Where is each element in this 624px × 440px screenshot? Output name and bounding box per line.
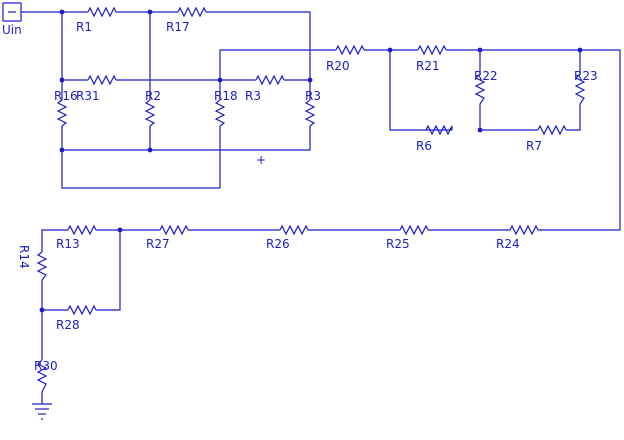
resistor-R2[interactable] <box>144 99 156 127</box>
label-R3-horizontal: R3 <box>245 89 261 103</box>
resistor-R3a[interactable] <box>255 74 285 86</box>
resistor-R20[interactable] <box>335 44 365 56</box>
label-R21: R21 <box>416 59 440 73</box>
resistor-R3b[interactable] <box>304 99 316 127</box>
resistor-R14[interactable] <box>36 251 48 281</box>
resistor-R28[interactable] <box>67 304 97 316</box>
label-R24: R24 <box>496 237 520 251</box>
label-R31: R31 <box>76 89 100 103</box>
ground-symbol <box>32 403 52 420</box>
label-R13: R13 <box>56 237 80 251</box>
label-R25: R25 <box>386 237 410 251</box>
label-R1: R1 <box>76 20 92 34</box>
resistor-R18[interactable] <box>214 99 226 127</box>
source-label: Uin <box>2 23 22 37</box>
resistor-R16[interactable] <box>56 99 68 127</box>
resistor-R21[interactable] <box>417 44 447 56</box>
resistor-bodies <box>36 6 586 393</box>
label-R6: R6 <box>416 139 432 153</box>
resistor-R27[interactable] <box>159 224 189 236</box>
wires <box>21 11 621 404</box>
label-R27: R27 <box>146 237 170 251</box>
label-R2: R2 <box>145 89 161 103</box>
resistor-R25[interactable] <box>399 224 429 236</box>
resistor-R26[interactable] <box>279 224 309 236</box>
label-R28: R28 <box>56 318 80 332</box>
resistor-R23[interactable] <box>574 73 586 105</box>
label-R30: R30 <box>34 359 58 373</box>
label-R17: R17 <box>166 20 190 34</box>
resistor-R31[interactable] <box>87 74 117 86</box>
resistor-R7[interactable] <box>537 124 567 136</box>
resistor-R17[interactable] <box>177 6 207 18</box>
plus-sign: + <box>256 153 266 167</box>
label-R3-vertical: R3 <box>305 89 321 103</box>
resistor-R24[interactable] <box>509 224 539 236</box>
component-labels: R1 R17 R31 R16 R2 R18 R3 R3 R20 R21 R22 … <box>17 20 598 373</box>
resistor-R1[interactable] <box>87 6 117 18</box>
resistor-R22[interactable] <box>474 73 486 105</box>
label-R7: R7 <box>526 139 542 153</box>
resistor-R6[interactable] <box>425 124 453 136</box>
label-R26: R26 <box>266 237 290 251</box>
label-R23: R23 <box>574 69 598 83</box>
resistor-R30[interactable] <box>36 359 48 393</box>
junction-nodes <box>39 9 583 313</box>
resistor-R13[interactable] <box>67 224 97 236</box>
label-R14: R14 <box>17 245 31 269</box>
label-R16: R16 <box>54 89 78 103</box>
label-R18: R18 <box>214 89 238 103</box>
label-R22: R22 <box>474 69 498 83</box>
voltage-source[interactable] <box>2 2 22 22</box>
label-R20: R20 <box>326 59 350 73</box>
